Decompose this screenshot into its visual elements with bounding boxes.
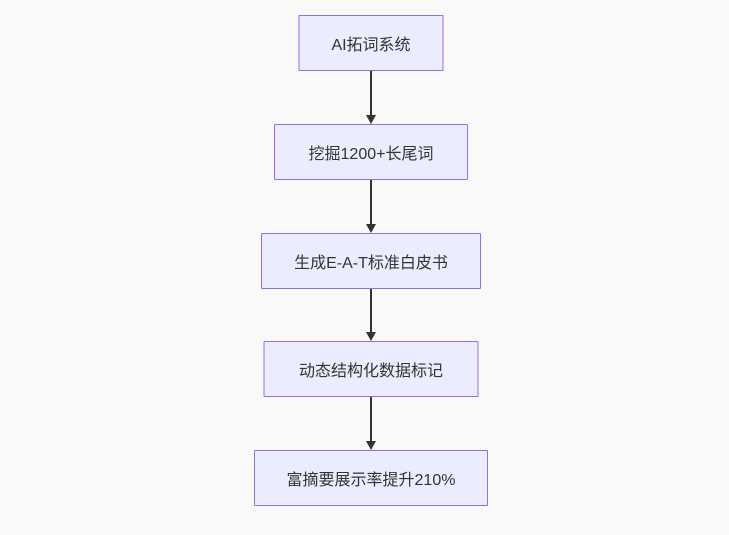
flow-node-ai-word-expansion-system: AI拓词系统	[298, 15, 444, 71]
flow-node-eat-whitepaper: 生成E-A-T标准白皮书	[261, 233, 481, 289]
flow-node-label: 挖掘1200+长尾词	[308, 146, 434, 163]
flow-arrow-2	[365, 180, 377, 233]
flow-arrow-1	[365, 71, 377, 124]
flow-node-longtail-keywords: 挖掘1200+长尾词	[274, 124, 468, 180]
arrowhead-down-icon	[366, 332, 376, 341]
arrowhead-down-icon	[366, 441, 376, 450]
flow-node-structured-data-markup: 动态结构化数据标记	[263, 341, 479, 397]
flow-node-label: 生成E-A-T标准白皮书	[294, 255, 448, 272]
arrowhead-down-icon	[366, 224, 376, 233]
arrow-line	[370, 397, 372, 441]
flow-node-label: 富摘要展示率提升210%	[286, 472, 456, 489]
flow-node-label: 动态结构化数据标记	[298, 363, 443, 380]
flow-arrow-3	[365, 289, 377, 341]
arrowhead-down-icon	[366, 115, 376, 124]
flow-arrow-4	[365, 397, 377, 450]
flow-node-label: AI拓词系统	[331, 37, 411, 54]
arrow-line	[370, 289, 372, 332]
flow-node-rich-snippet-result: 富摘要展示率提升210%	[254, 450, 488, 506]
arrow-line	[370, 180, 372, 224]
arrow-line	[370, 71, 372, 115]
